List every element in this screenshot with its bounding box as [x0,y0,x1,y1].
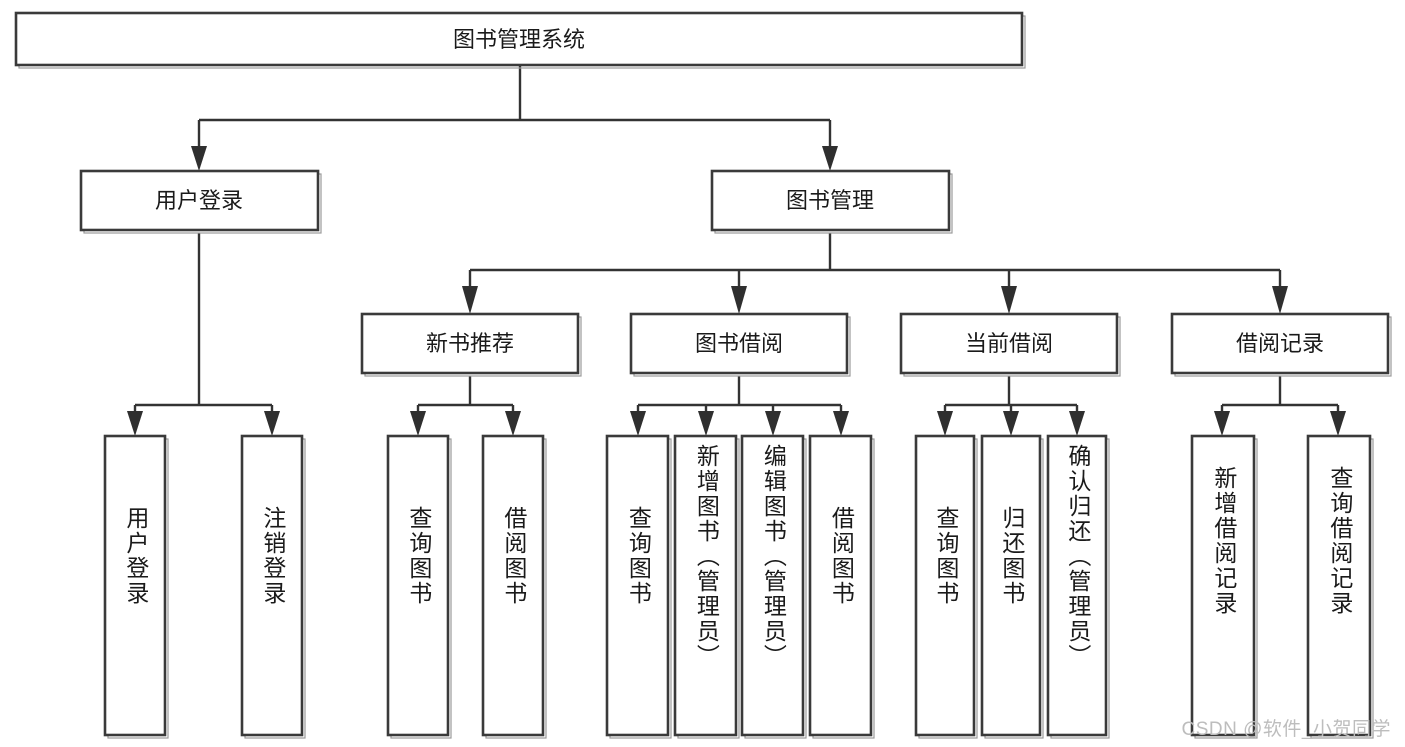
arrowhead-leaf-borrow-book-2 [833,411,849,436]
arrowhead-book-borrow [731,286,747,314]
edges-user-login-to-leaves [127,233,280,436]
edges-new-book-to-leaves [410,376,521,436]
user-login-box[interactable] [79,169,320,232]
arrowhead-leaf-add-book [698,411,714,436]
node-borrow-record[interactable]: 借阅记录 [1170,312,1392,377]
arrowhead-user-login [191,146,207,171]
borrow-record-box[interactable] [1170,312,1390,375]
edges-current-borrow-to-leaves [937,376,1085,436]
root-box[interactable] [14,11,1024,67]
current-borrow-label: 当前借阅 [965,331,1053,356]
leaf-box-borrow-book-1[interactable] [481,434,545,737]
arrowhead-leaf-user-login [127,411,143,436]
leaf-box-edit-book[interactable] [740,434,805,737]
watermark-text: CSDN @软件_小贺同学 [1181,719,1391,740]
new-book-label: 新书推荐 [426,331,514,356]
node-root[interactable]: 图书管理系统 [14,11,1026,69]
user-login-label: 用户登录 [155,188,243,213]
book-borrow-box[interactable] [629,312,849,375]
borrow-record-label: 借阅记录 [1236,331,1324,356]
node-new-book-recommend[interactable]: 新书推荐 [360,312,582,377]
current-borrow-box[interactable] [899,312,1119,375]
edges-root-to-level2 [191,65,838,171]
arrowhead-leaf-query-book-3 [937,411,953,436]
arrowhead-new-book [462,286,478,314]
node-book-manage[interactable]: 图书管理 [710,169,953,234]
arrowhead-borrow-record [1272,286,1288,314]
leaf-box-user-login[interactable] [103,434,167,737]
leaf-box-query-book-3[interactable] [914,434,976,737]
root-label: 图书管理系统 [453,27,585,52]
edges-book-borrow-to-leaves [630,376,849,436]
arrowhead-leaf-logout [264,411,280,436]
node-user-login[interactable]: 用户登录 [79,169,322,234]
arrowhead-leaf-edit-book [765,411,781,436]
arrowhead-leaf-confirm-return [1069,411,1085,436]
leaf-box-confirm-return[interactable] [1046,434,1108,737]
arrowhead-book-manage [822,146,838,171]
leaf-box-return-book[interactable] [980,434,1042,737]
leaf-box-add-book[interactable] [673,434,738,737]
new-book-box[interactable] [360,312,580,375]
node-current-borrow[interactable]: 当前借阅 [899,312,1121,377]
leaf-box-query-book-2[interactable] [605,434,670,737]
leaf-box-logout[interactable] [240,434,304,737]
leaf-boxes [103,434,1374,739]
book-borrow-label: 图书借阅 [695,331,783,356]
leaf-box-borrow-book-2[interactable] [808,434,873,737]
leaf-box-add-record[interactable] [1190,434,1256,737]
arrowhead-leaf-query-book-1 [410,411,426,436]
node-book-borrow[interactable]: 图书借阅 [629,312,851,377]
leaf-box-query-book-1[interactable] [386,434,450,737]
leaf-box-query-record[interactable] [1306,434,1372,737]
arrowhead-leaf-add-record [1214,411,1230,436]
book-manage-label: 图书管理 [786,188,874,213]
edges-borrow-record-to-leaves [1214,376,1346,436]
arrowhead-leaf-query-record [1330,411,1346,436]
book-manage-box[interactable] [710,169,951,232]
edges-book-manage-to-level3 [462,233,1288,314]
arrowhead-leaf-query-book-2 [630,411,646,436]
arrowhead-current-borrow [1001,286,1017,314]
arrowhead-leaf-borrow-book-1 [505,411,521,436]
arrowhead-leaf-return-book [1003,411,1019,436]
